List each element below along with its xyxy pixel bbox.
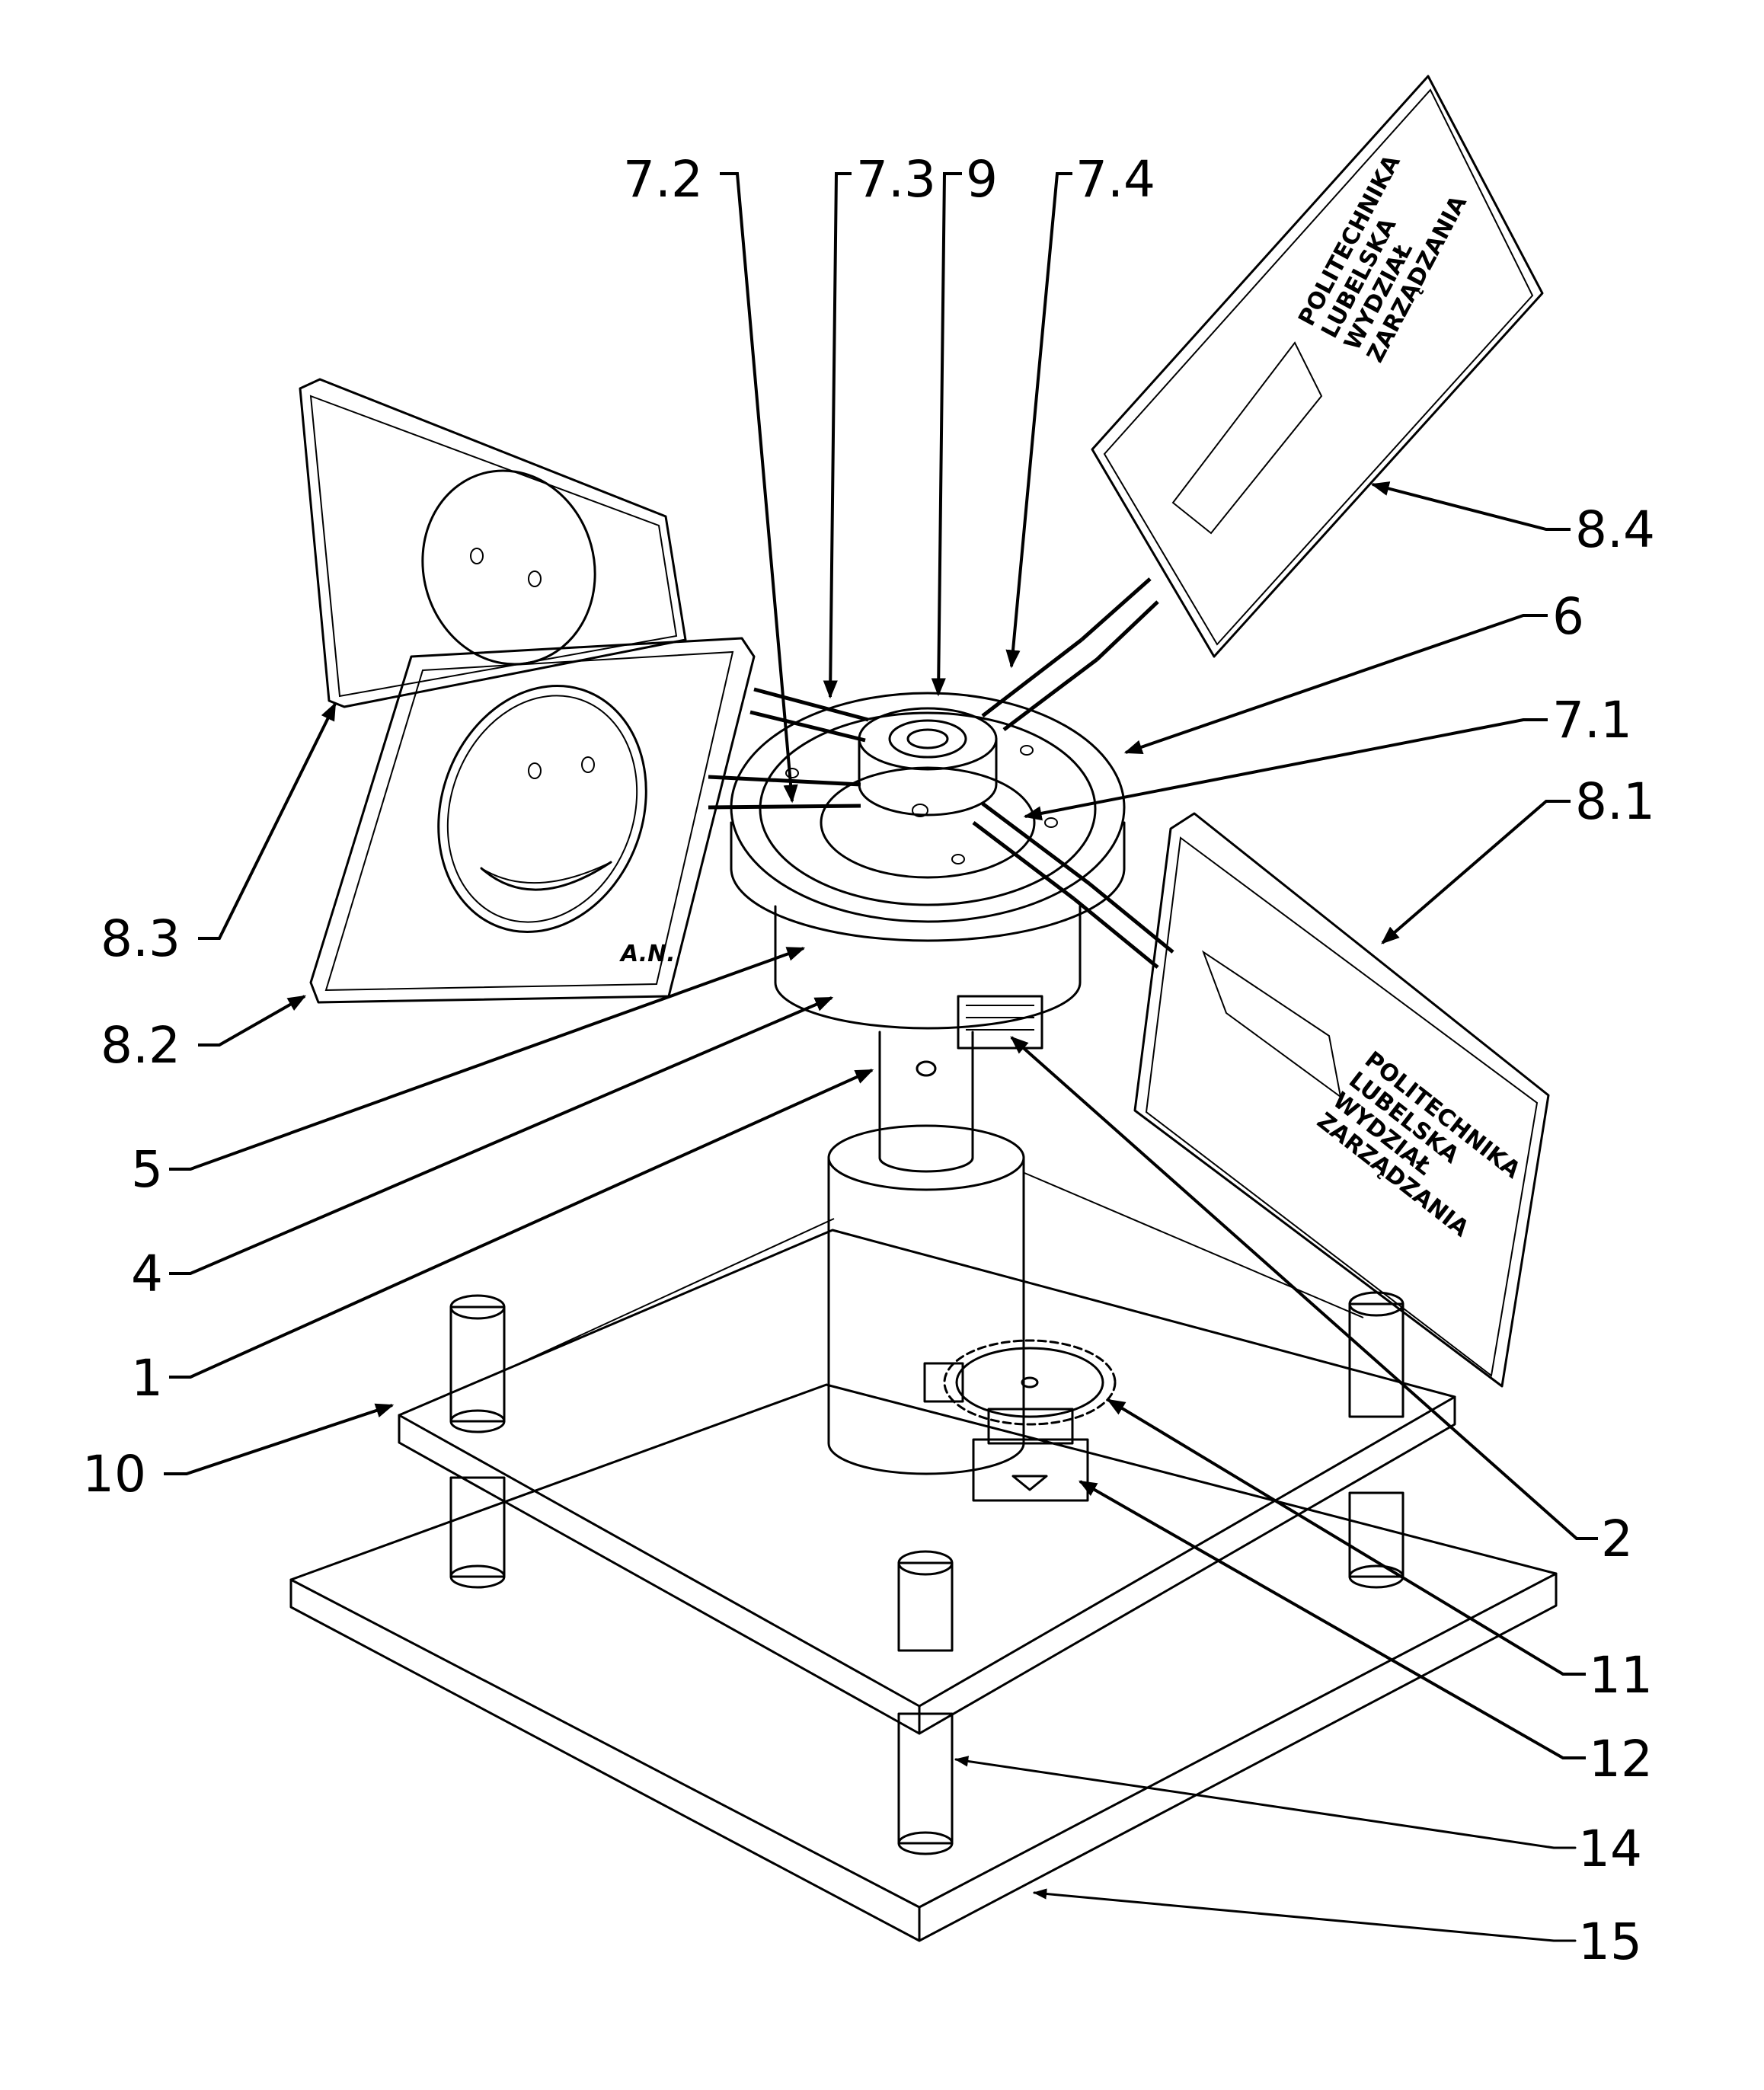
base-plate-15 <box>289 1383 1558 1942</box>
leader-lines <box>164 172 1598 1942</box>
label-8-2: 8.2 <box>101 1016 181 1075</box>
label-11: 11 <box>1589 1646 1653 1705</box>
label-12: 12 <box>1589 1730 1653 1788</box>
label-7-4: 7.4 <box>1075 150 1155 209</box>
plate-8-1: POLITECHNIKA LUBELSKA WYDZIAŁ ZARZĄDZANI… <box>1133 812 1550 1388</box>
label-1: 1 <box>131 1349 163 1408</box>
hub-assembly <box>730 692 1126 1050</box>
plate-8-4: POLITECHNIKA LUBELSKA WYDZIAŁ ZARZĄDZANI… <box>1091 75 1544 658</box>
label-7-1: 7.1 <box>1552 691 1632 749</box>
label-15: 15 <box>1578 1913 1642 1971</box>
label-6: 6 <box>1552 587 1584 646</box>
upper-plate-10 <box>398 1172 1456 1735</box>
label-2: 2 <box>1601 1510 1633 1568</box>
labels: 7.2 7.3 9 7.4 8.4 6 7.1 8.1 8.3 8.2 5 4 … <box>82 150 1655 1971</box>
label-9: 9 <box>966 150 998 209</box>
label-7-3: 7.3 <box>856 150 936 209</box>
arms <box>708 577 1174 969</box>
label-4: 4 <box>131 1245 163 1303</box>
signature: A.N. <box>619 941 676 967</box>
label-5: 5 <box>131 1140 163 1199</box>
post-tops <box>449 1291 1404 1652</box>
label-8-1: 8.1 <box>1575 772 1655 831</box>
label-14: 14 <box>1578 1820 1642 1878</box>
label-10: 10 <box>82 1445 146 1504</box>
label-8-4: 8.4 <box>1575 500 1655 559</box>
label-7-2: 7.2 <box>623 150 703 209</box>
central-column <box>827 1031 1025 1475</box>
label-8-3: 8.3 <box>101 909 181 968</box>
plate-8-3 <box>299 378 687 708</box>
plate-8-2: A.N. <box>309 637 756 1004</box>
gear-11 <box>923 1339 1117 1502</box>
posts-14 <box>449 1476 1404 1855</box>
